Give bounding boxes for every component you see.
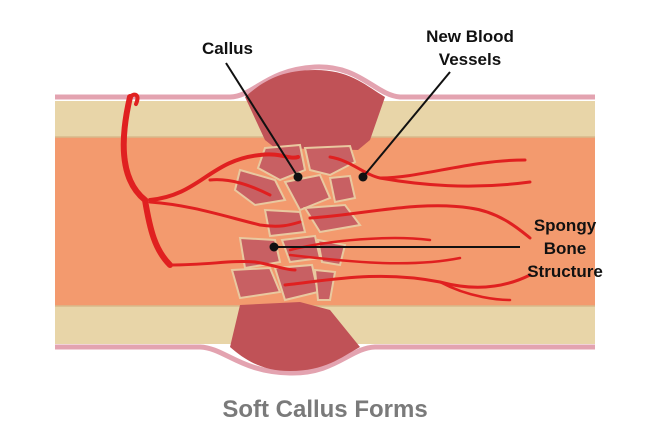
vessels-pointer-dot: [358, 172, 368, 182]
upper-periosteum: [55, 64, 595, 100]
label-line: Spongy: [533, 216, 597, 235]
label-line: Bone: [543, 239, 587, 258]
upper-callus: [245, 70, 385, 150]
callus-fragments: [230, 143, 362, 302]
label-line: Structure: [527, 262, 603, 281]
new-blood-vessels-label: New Blood Vessels: [410, 25, 530, 71]
spongy-pointer-dot: [269, 242, 279, 252]
leader-lines: [225, 62, 520, 248]
callus-label: Callus: [201, 39, 254, 58]
lower-periosteum: [55, 344, 595, 376]
label-line: New Blood: [426, 27, 514, 46]
label-line: Vessels: [438, 50, 502, 69]
callus-pointer-dot: [293, 172, 303, 182]
spongy-bone-structure-label: Spongy Bone Structure: [520, 214, 610, 283]
diagram-title: Soft Callus Forms: [222, 396, 428, 423]
lower-callus: [230, 302, 360, 371]
